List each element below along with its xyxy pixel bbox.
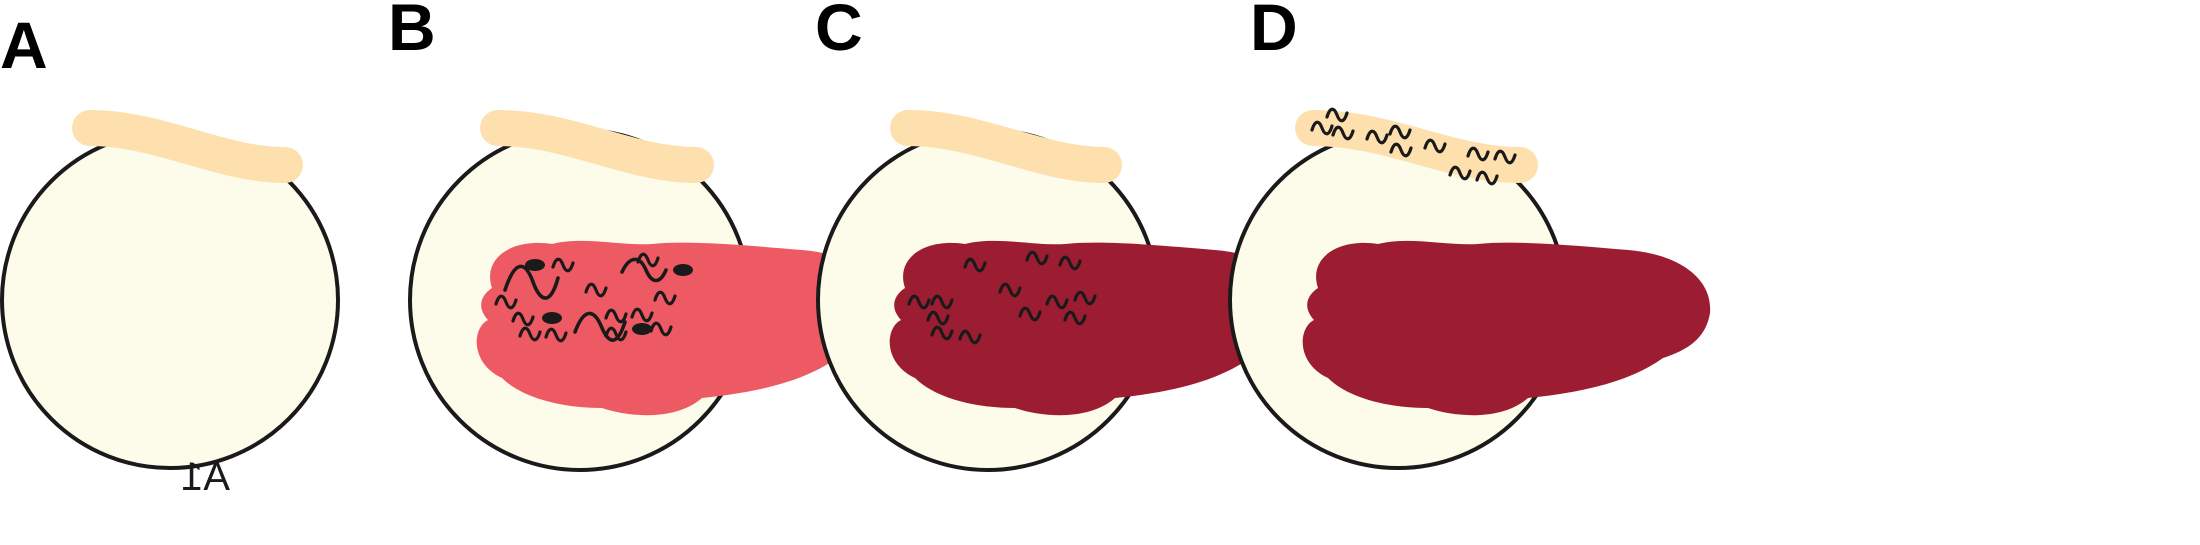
panel-b: B [388,0,885,472]
panel-a: A A1 [0,8,340,499]
bacterial-colony-d [1302,240,1711,416]
panel-letter-c: C [815,0,863,64]
wave-mark [503,264,560,300]
panel-letter-d: D [1250,0,1298,64]
stripe-a [72,110,303,183]
dark-spot [632,323,652,335]
wave-mark [573,311,627,342]
stripe-c [890,110,1122,183]
panel-letter-a: A [0,8,48,82]
colony-markings-b [494,252,693,343]
panel-d: D [1228,0,1711,470]
stripe-b [480,110,714,183]
dark-spot [673,264,693,276]
mirrored-label-a: A1 [181,455,230,499]
panel-letter-b: B [388,0,436,64]
panel-c: C [815,0,1298,472]
wave-mark [620,257,668,283]
dark-spot [542,312,562,324]
dark-spot [525,259,545,271]
